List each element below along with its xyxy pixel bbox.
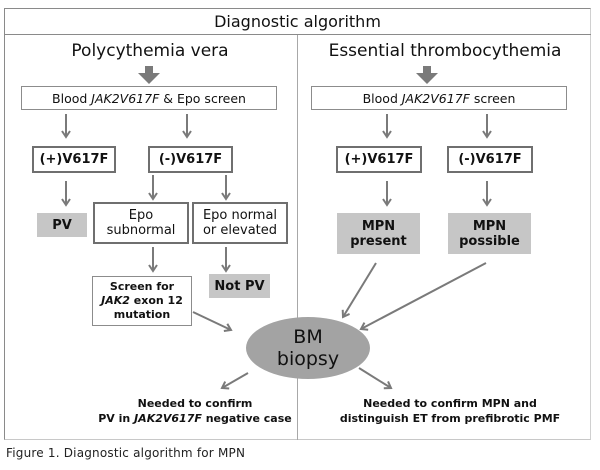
pv-heading: Polycythemia vera [71, 41, 229, 61]
exon12-box: Screen for JAK2 exon 12 mutation [92, 276, 192, 326]
et-heading: Essential thrombocythemia [328, 41, 562, 61]
epo-normal-line2: or elevated [202, 223, 278, 238]
pv-negative-box: (-)V617F [148, 146, 233, 173]
pv-note-line1: Needed to confirm [137, 397, 253, 410]
exon12-line3: mutation [113, 308, 171, 321]
mpn-present-box: MPN present [337, 213, 420, 254]
et-screen-prefix: Blood [362, 90, 402, 106]
epo-subnormal-box: Epo subnormal [93, 202, 189, 244]
big-arrow-pv [138, 66, 160, 84]
arrow-biopsy-etnote [358, 367, 393, 390]
pv-screen-prefix: Blood [52, 90, 92, 106]
epo-subnormal-line2: subnormal [106, 223, 176, 238]
bm-biopsy-line1: BM [293, 326, 323, 348]
bm-biopsy-line2: biopsy [276, 348, 340, 370]
et-screen-box: Blood JAK2V617F screen [311, 86, 567, 110]
pv-result-box: PV [37, 213, 87, 237]
panel-divider [297, 35, 298, 440]
et-positive-box: (+)V617F [336, 146, 422, 173]
mpn-possible-line1: MPN [472, 218, 507, 234]
epo-normal-box: Epo normal or elevated [192, 202, 288, 244]
mpn-present-line1: MPN [361, 218, 396, 234]
pv-note-prefix: PV in [98, 412, 135, 425]
arrow-present-biopsy [341, 262, 377, 319]
pv-note-suffix: negative case [201, 412, 292, 425]
et-note: Needed to confirm MPN and distinguish ET… [325, 396, 575, 426]
mpn-present-line2: present [350, 233, 407, 249]
et-screen-gene: JAK2V617F [401, 90, 470, 106]
pv-screen-box: Blood JAK2V617F & Epo screen [21, 86, 277, 110]
pv-note-line2: PV in JAK2V617F negative case [95, 411, 295, 426]
arrow-possible-biopsy [359, 262, 487, 331]
epo-subnormal-line1: Epo [128, 208, 154, 223]
exon12-line2: JAK2 exon 12 [101, 294, 183, 308]
pv-note: Needed to confirm PV in JAK2V617F negati… [95, 396, 295, 426]
mpn-possible-line2: possible [459, 233, 520, 249]
mpn-possible-box: MPN possible [448, 213, 531, 254]
exon12-gene: JAK2 [101, 294, 130, 307]
exon12-line1: Screen for [109, 280, 175, 293]
pv-note-gene: JAK2V617F [134, 412, 202, 425]
bm-biopsy-node: BM biopsy [246, 317, 370, 379]
diagram-title: Diagnostic algorithm [4, 8, 591, 35]
big-arrow-et [416, 66, 438, 84]
not-pv-box: Not PV [209, 274, 270, 298]
et-note-line1: Needed to confirm MPN and [363, 397, 537, 410]
pv-screen-text: Blood JAK2V617F & Epo screen [52, 91, 246, 106]
et-screen-suffix: screen [469, 90, 516, 106]
pv-screen-gene: JAK2V617F [91, 90, 160, 106]
exon12-suffix: exon 12 [129, 294, 183, 307]
arrow-exon12-biopsy [192, 311, 233, 333]
et-screen-text: Blood JAK2V617F screen [363, 91, 516, 106]
et-negative-box: (-)V617F [447, 146, 533, 173]
figure-caption: Figure 1. Diagnostic algorithm for MPN [6, 446, 246, 460]
arrow-biopsy-pvnote [220, 372, 249, 390]
epo-normal-line1: Epo normal [202, 208, 278, 223]
diagram-title-text: Diagnostic algorithm [214, 11, 381, 31]
pv-positive-box: (+)V617F [32, 146, 116, 173]
et-note-line2: distinguish ET from prefibrotic PMF [339, 412, 561, 425]
pv-screen-suffix: & Epo screen [159, 90, 246, 106]
